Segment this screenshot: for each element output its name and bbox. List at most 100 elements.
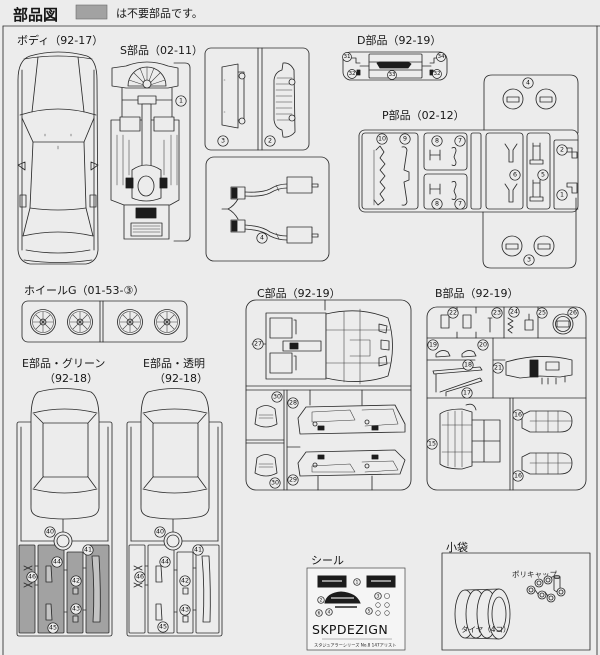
part-number-tag: 30	[271, 391, 283, 403]
part-number-tag: 40	[44, 526, 56, 538]
part-number: 30	[271, 480, 279, 487]
part-number-circle	[512, 470, 524, 482]
e-parts-labels: E部品・グリーン （92-18） E部品・透明 （92-18）	[22, 356, 208, 385]
part-number: 45	[49, 625, 57, 632]
small-bag-label: 小袋	[446, 540, 468, 554]
part-number: 3	[377, 594, 380, 599]
c-part-30-seats	[254, 405, 278, 477]
part-number: 26	[569, 310, 577, 317]
part-number: 17	[463, 390, 471, 397]
unneeded-parts-swatch	[75, 4, 108, 20]
header: 部品図 は不要部品です。	[13, 4, 203, 24]
part-number: 4	[526, 80, 530, 87]
part-number-tag: 45	[47, 622, 59, 634]
part-number-tag: 31	[342, 52, 352, 62]
wheel	[154, 309, 180, 335]
b-runner	[426, 306, 587, 491]
part-number: 4	[260, 235, 264, 242]
part-number-tag: 4	[325, 608, 333, 616]
part-number-circle	[252, 338, 264, 350]
s-runner-rail	[173, 62, 191, 242]
part-number-tag: 42	[70, 575, 82, 587]
part-number-circle	[325, 608, 333, 616]
part-number: 44	[53, 559, 61, 566]
b-part-25-shifter	[524, 313, 534, 331]
p-part-9	[401, 146, 410, 206]
part-number-circle	[376, 133, 388, 145]
part-number: 6	[513, 172, 517, 179]
b-part-15-console	[439, 403, 501, 470]
s-part-4-exhaust	[221, 176, 319, 244]
part-number: 10	[378, 136, 386, 143]
part-number-circle	[399, 133, 411, 145]
part-number-circle	[431, 198, 443, 210]
part-number-tag: 7	[454, 135, 466, 147]
decal-brand: SKPDEZIGN	[312, 622, 388, 637]
wheel	[30, 309, 56, 335]
part-number-circle	[264, 135, 276, 147]
part-number: 15	[428, 441, 436, 448]
part-number-tag: 34	[436, 52, 446, 62]
part-number-tag: 7	[454, 198, 466, 210]
part-number-circle	[70, 603, 82, 615]
p-part-8	[429, 149, 441, 161]
s-parts-section: S部品（02-11）	[110, 43, 330, 262]
part-number-circle	[512, 409, 524, 421]
part-number-circle	[365, 607, 373, 615]
part-number-tag: 44	[159, 556, 171, 568]
e-green-code: （92-18）	[44, 372, 98, 385]
part-number: 40	[156, 529, 164, 536]
part-number-circle	[431, 135, 443, 147]
part-number-circle	[492, 362, 504, 374]
part-number-tag: 8	[431, 198, 443, 210]
b-parts-label: B部品（92-19）	[435, 286, 519, 300]
window-glass-part	[140, 388, 210, 520]
part-number: 19	[429, 342, 437, 349]
part-number: 32	[433, 71, 440, 77]
part-number-tag: 18	[462, 359, 474, 371]
part-number-tag: 28	[287, 397, 299, 409]
part-number: 33	[388, 72, 396, 78]
part-number-circle	[44, 526, 56, 538]
part-number: 31	[343, 54, 351, 60]
s-parts-label: S部品（02-11）	[120, 43, 203, 57]
part-number-tag: 23	[491, 307, 503, 319]
part-number-circle	[271, 391, 283, 403]
part-number: 43	[181, 607, 189, 614]
part-number-circle	[432, 69, 442, 79]
e-runner-frame	[16, 421, 113, 637]
tires-drawing	[454, 588, 511, 640]
part-number-circle	[47, 622, 59, 634]
part-number-circle	[509, 169, 521, 181]
e-green-label: E部品・グリーン	[22, 356, 105, 370]
part-number-circle	[317, 596, 325, 604]
part-number: 3	[221, 138, 225, 145]
part-number: 22	[449, 310, 457, 317]
small-bag-box	[441, 552, 591, 651]
c-parts-section: C部品（92-19）	[245, 286, 412, 491]
part-number-tag: 41	[82, 544, 94, 556]
part-number-tag: 6	[509, 169, 521, 181]
p-part-1	[566, 182, 578, 194]
part-number-tag: 17	[461, 387, 473, 399]
part-number: 6	[318, 611, 321, 616]
part-number: 4	[328, 610, 331, 615]
part-number-circle	[427, 339, 439, 351]
p-part-7b	[451, 181, 457, 200]
part-number: 20	[479, 342, 487, 349]
part-number: 9	[403, 136, 407, 143]
part-number-tag: 32	[432, 69, 442, 79]
polycaps-drawing	[526, 575, 566, 603]
part-number-circle	[477, 339, 489, 351]
d-parts-label: D部品（92-19）	[357, 33, 441, 47]
part-number-circle	[154, 526, 166, 538]
e-clear-runner	[126, 388, 223, 637]
part-number: 28	[289, 400, 297, 407]
part-number: 25	[538, 310, 546, 317]
part-number-circle	[508, 306, 520, 318]
part-number-circle	[256, 232, 268, 244]
part-number-tag: 44	[51, 556, 63, 568]
part-number: 7	[458, 201, 462, 208]
part-number-tag: 1	[175, 95, 187, 107]
